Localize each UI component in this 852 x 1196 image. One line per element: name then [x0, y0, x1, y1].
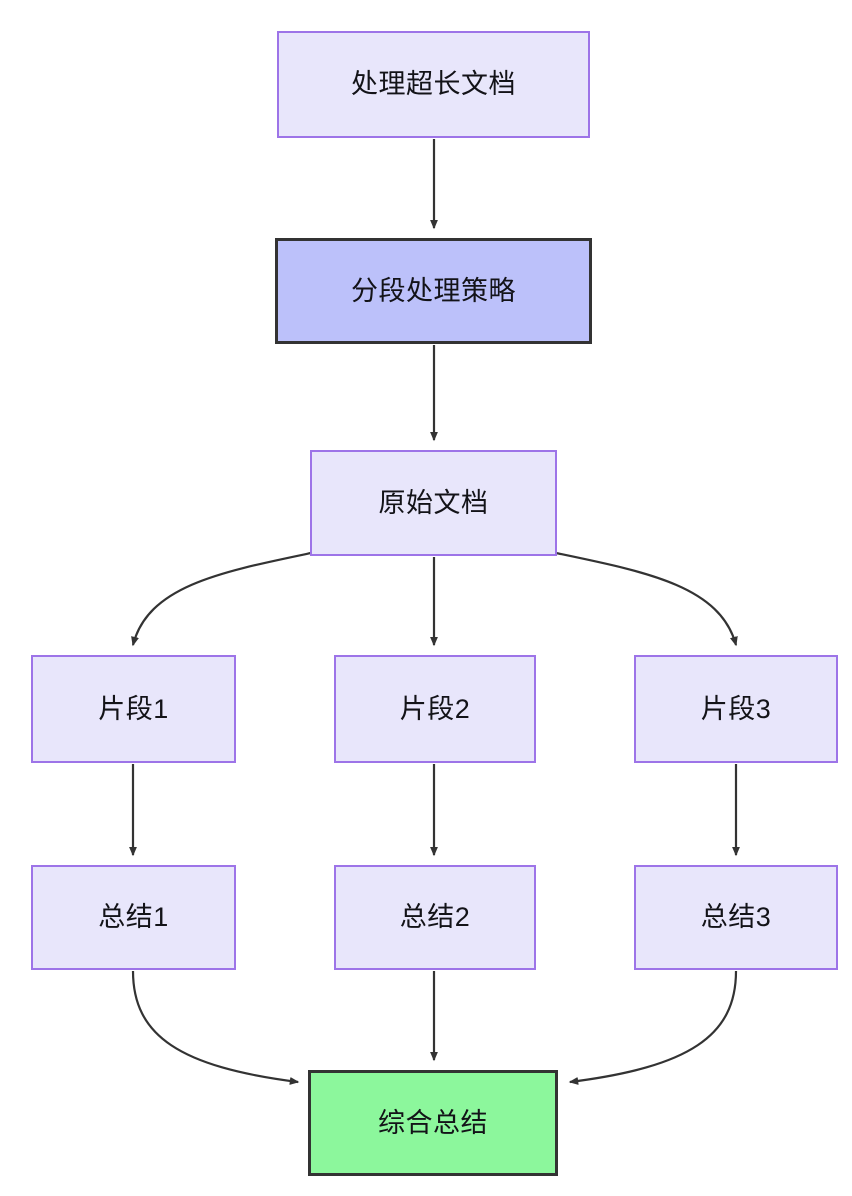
edge-n3-f3	[555, 551, 738, 647]
node-fragment-3[interactable]: 片段3	[634, 655, 838, 763]
node-label: 处理超长文档	[351, 69, 516, 100]
node-summary-2[interactable]: 总结2	[334, 865, 536, 970]
node-fragment-1[interactable]: 片段1	[31, 655, 236, 763]
node-label: 原始文档	[378, 487, 489, 518]
node-label: 总结2	[399, 902, 471, 933]
node-label: 总结3	[700, 902, 772, 933]
edge-n3-f1	[131, 551, 312, 647]
node-label: 总结1	[98, 902, 169, 933]
node-label: 片段3	[700, 693, 772, 724]
node-label: 分段处理策略	[351, 275, 516, 306]
node-process-long-document[interactable]: 处理超长文档	[277, 31, 590, 138]
node-chunking-strategy[interactable]: 分段处理策略	[275, 238, 592, 344]
edge-s1-final	[131, 970, 300, 1085]
node-label: 综合总结	[378, 1107, 488, 1138]
node-summary-3[interactable]: 总结3	[634, 865, 838, 970]
node-fragment-2[interactable]: 片段2	[334, 655, 536, 763]
node-label: 片段1	[98, 693, 169, 724]
node-label: 片段2	[399, 693, 471, 724]
node-original-document[interactable]: 原始文档	[310, 450, 557, 556]
node-summary-1[interactable]: 总结1	[31, 865, 236, 970]
edge-s3-final	[568, 970, 738, 1085]
node-final-summary[interactable]: 综合总结	[308, 1070, 558, 1176]
